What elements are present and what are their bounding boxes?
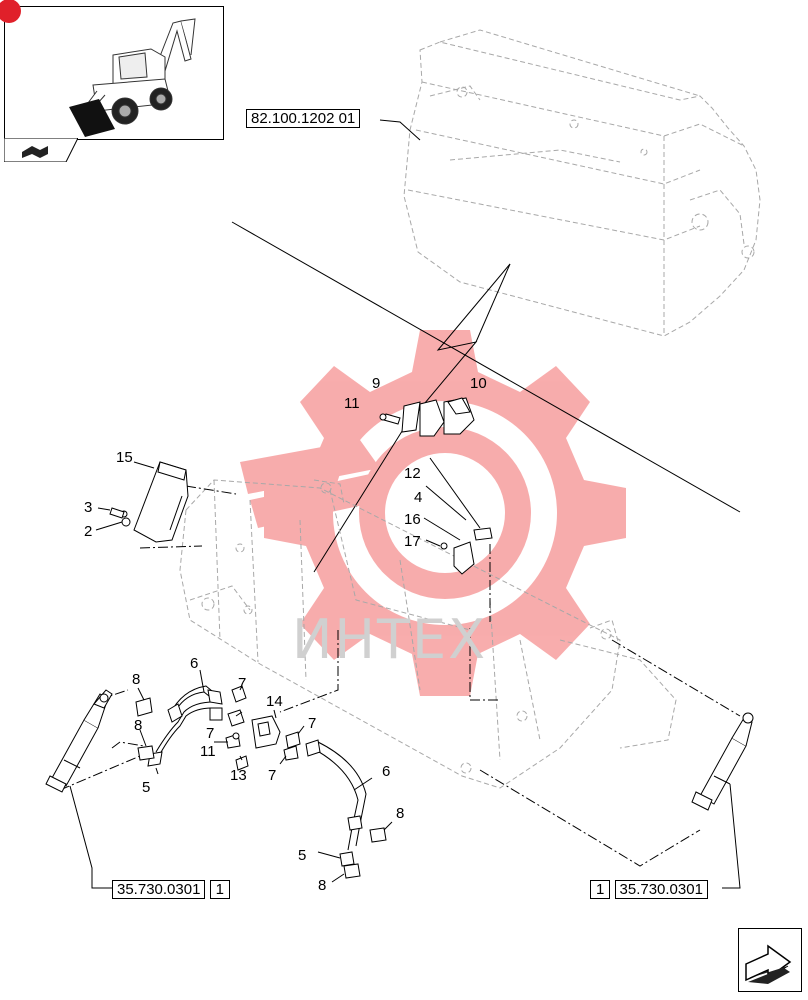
callout-4[interactable]: 4 xyxy=(414,489,423,506)
callout-15[interactable]: 15 xyxy=(116,449,133,466)
callout-7-c[interactable]: 7 xyxy=(206,725,215,742)
ref-cylinder-right-code[interactable]: 35.730.0301 xyxy=(614,880,708,899)
red-corner-dot xyxy=(0,0,21,23)
callout-5-right[interactable]: 5 xyxy=(298,847,307,864)
loader-frame-phantom xyxy=(179,479,677,789)
callout-16[interactable]: 16 xyxy=(404,511,421,528)
callout-8-d[interactable]: 8 xyxy=(318,877,327,894)
ref-cylinder-left[interactable]: 35.730.0301 1 xyxy=(112,880,230,900)
watermark-text: ИНТЕХ xyxy=(292,608,488,671)
callout-17[interactable]: 17 xyxy=(404,533,421,550)
ref-cylinder-right-num[interactable]: 1 xyxy=(590,880,611,899)
callout-7-b[interactable]: 7 xyxy=(308,715,317,732)
thumbnail-tab[interactable] xyxy=(3,137,79,163)
callout-8-b[interactable]: 8 xyxy=(134,717,143,734)
callout-14[interactable]: 14 xyxy=(266,693,283,710)
hoses-right xyxy=(305,739,393,883)
callout-8-a[interactable]: 8 xyxy=(132,671,141,688)
callout-3[interactable]: 3 xyxy=(84,499,93,516)
callout-7-d[interactable]: 7 xyxy=(268,767,277,784)
callout-13[interactable]: 13 xyxy=(230,767,247,784)
callout-7-a[interactable]: 7 xyxy=(238,675,247,692)
callout-6-left[interactable]: 6 xyxy=(190,655,199,672)
callout-12[interactable]: 12 xyxy=(404,465,421,482)
cylinder-right xyxy=(691,712,754,889)
leader-lines xyxy=(59,485,741,867)
bucket-phantom xyxy=(403,29,761,337)
watermark-gear xyxy=(240,330,626,696)
callout-2[interactable]: 2 xyxy=(84,523,93,540)
callout-5-left[interactable]: 5 xyxy=(142,779,151,796)
part-14-block xyxy=(214,685,305,771)
backhoe-loader-icon xyxy=(69,18,196,137)
callout-8-c[interactable]: 8 xyxy=(396,805,405,822)
callout-11[interactable]: 11 xyxy=(344,395,360,412)
ref-bucket-code[interactable]: 82.100.1202 01 xyxy=(246,109,361,128)
fittings-8-left xyxy=(135,687,155,761)
callout-9[interactable]: 9 xyxy=(372,375,381,392)
part-15-guard xyxy=(95,461,189,543)
ref-cylinder-left-code[interactable]: 35.730.0301 xyxy=(112,880,206,899)
callout-6-right[interactable]: 6 xyxy=(382,763,391,780)
part-9-10-11 xyxy=(379,397,475,437)
ref-cylinder-right[interactable]: 1 35.730.0301 xyxy=(590,880,708,900)
ref-cylinder-left-num[interactable]: 1 xyxy=(209,880,230,899)
callout-11-b[interactable]: 11 xyxy=(200,743,216,760)
next-page-arrow-icon[interactable] xyxy=(738,928,802,992)
part-12-4-16-17 xyxy=(423,457,493,575)
ref-bucket[interactable]: 82.100.1202 01 xyxy=(246,109,361,129)
machine-thumbnail[interactable] xyxy=(0,0,224,140)
cylinder-left xyxy=(45,689,113,889)
callout-10[interactable]: 10 xyxy=(470,375,487,392)
